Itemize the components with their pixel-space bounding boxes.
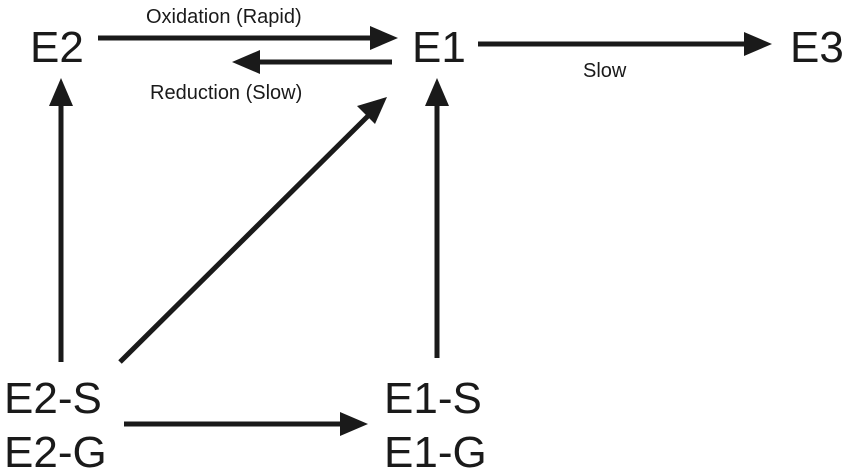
- node-e2-g: E2-G: [4, 428, 107, 475]
- label-reduction: Reduction (Slow): [150, 82, 302, 104]
- arrow-e2g-to-e1g: [124, 412, 368, 436]
- node-e2-s: E2-S: [4, 374, 102, 423]
- label-slow: Slow: [583, 60, 627, 82]
- node-e3: E3: [790, 23, 844, 72]
- node-e1-s: E1-S: [384, 374, 482, 423]
- arrow-e1s-to-e1: [425, 78, 449, 358]
- label-oxidation: Oxidation (Rapid): [146, 6, 302, 28]
- arrow-e2s-to-e1: [118, 97, 387, 364]
- arrow-e1-to-e3: [478, 32, 772, 56]
- arrow-e2s-to-e2: [49, 78, 73, 362]
- node-e2: E2: [30, 23, 84, 72]
- node-e1-g: E1-G: [384, 428, 487, 475]
- arrow-e2-to-e1: [98, 26, 398, 50]
- arrow-e1-to-e2: [232, 50, 392, 74]
- node-e1: E1: [412, 23, 466, 72]
